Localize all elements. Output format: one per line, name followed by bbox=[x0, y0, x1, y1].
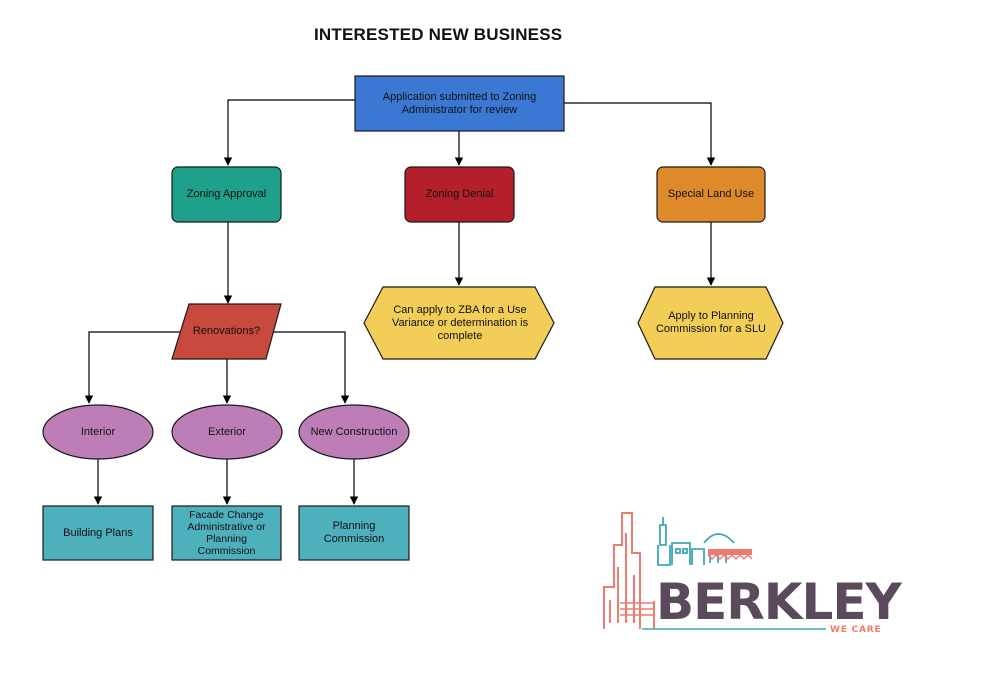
node-facade-label: Facade Change Administrative or Planning… bbox=[187, 509, 266, 557]
node-zba-label: Can apply to ZBA for a Use Variance or d… bbox=[391, 303, 529, 342]
node-planning-slu-label: Apply to Planning Commission for a SLU bbox=[655, 310, 767, 335]
node-building-plans-label: Building Plans bbox=[63, 526, 133, 539]
logo-awning bbox=[707, 549, 753, 560]
node-application-label: Application submitted to Zoning Administ… bbox=[382, 90, 537, 116]
logo-skyline bbox=[657, 517, 735, 566]
diagram-title: INTERESTED NEW BUSINESS bbox=[314, 25, 563, 44]
node-planning-commission-label: Planning Commission bbox=[323, 520, 385, 545]
connectors bbox=[84, 99, 716, 505]
node-facade-shape bbox=[171, 505, 282, 561]
logo-tower bbox=[603, 512, 655, 629]
logo-wordmark: BERKLEY bbox=[656, 573, 903, 631]
berkley-logo: BERKLEY WE CARE bbox=[603, 512, 904, 635]
node-renovations-label: Renovations? bbox=[192, 325, 261, 337]
node-renovations-shape bbox=[171, 303, 282, 360]
node-zoning-approval-shape bbox=[171, 166, 282, 223]
node-new-construction-label: New Construction bbox=[310, 425, 398, 438]
edge-application-to-slu bbox=[564, 102, 716, 166]
node-exterior-shape bbox=[171, 404, 283, 460]
node-interior-shape bbox=[42, 404, 154, 460]
node-special-land-use-label: Special Land Use bbox=[667, 188, 755, 200]
node-zoning-denial-shape bbox=[404, 166, 515, 223]
node-exterior-label: Exterior bbox=[208, 425, 246, 438]
node-zba-shape bbox=[363, 286, 555, 360]
logo-tagline: WE CARE bbox=[830, 625, 881, 635]
node-zoning-approval-label: Zoning Approval bbox=[186, 188, 267, 200]
node-application-shape bbox=[354, 75, 565, 132]
node-building-plans-shape bbox=[42, 505, 154, 561]
node-interior-label: Interior bbox=[80, 425, 116, 438]
node-special-land-use-shape bbox=[656, 166, 766, 223]
node-new-construction-shape bbox=[298, 404, 410, 460]
edge-application-to-approval bbox=[223, 99, 355, 166]
node-planning-slu-shape bbox=[637, 286, 784, 360]
node-planning-commission-shape bbox=[298, 505, 410, 561]
node-zoning-denial-label: Zoning Denial bbox=[425, 188, 494, 200]
edge-renovations-to-new-construction bbox=[270, 331, 350, 404]
edge-renovations-to-interior bbox=[84, 331, 186, 404]
